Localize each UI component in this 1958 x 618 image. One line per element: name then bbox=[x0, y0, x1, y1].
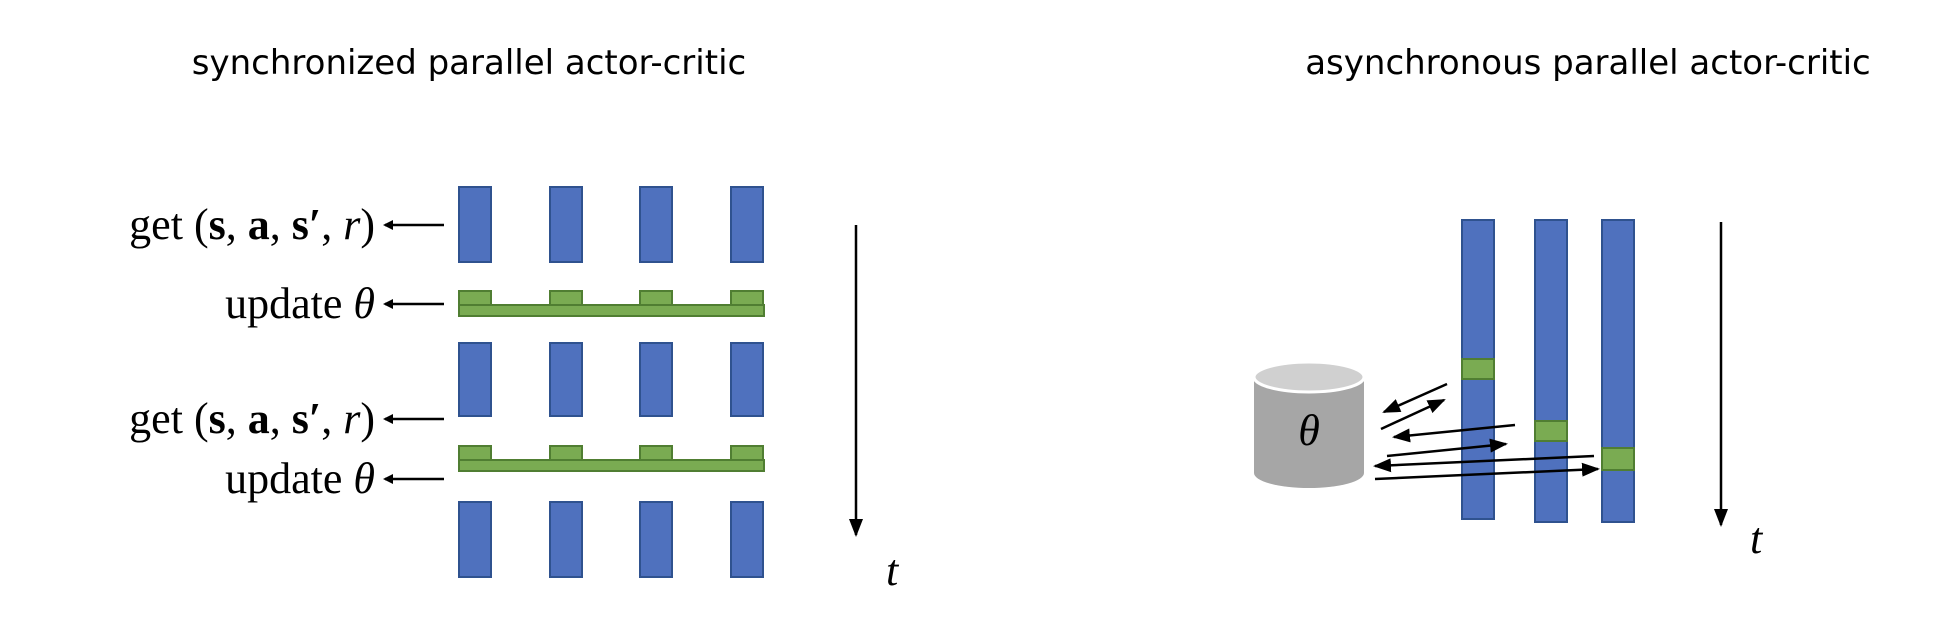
worker-rollout-block bbox=[639, 342, 673, 417]
get-transitions-label: get (s, a, s′, r) bbox=[129, 394, 375, 443]
label-part: , bbox=[270, 394, 292, 443]
async-worker-timeline bbox=[1601, 219, 1635, 523]
parameter-theta-label: θ bbox=[1298, 406, 1320, 455]
label-part: get bbox=[129, 394, 194, 443]
label-part: a bbox=[248, 200, 270, 249]
async-title: asynchronous parallel actor-critic bbox=[1305, 43, 1871, 83]
pull-params-arrow bbox=[1392, 423, 1516, 443]
pull-params-arrow bbox=[1373, 454, 1595, 473]
synchronized-update-bar bbox=[458, 459, 765, 472]
worker-update-tab bbox=[549, 445, 583, 461]
label-part: s′ bbox=[292, 394, 322, 443]
sync-title: synchronized parallel actor-critic bbox=[192, 43, 746, 83]
worker-update-tab bbox=[458, 445, 492, 461]
parameter-store-cylinder: θ bbox=[1252, 360, 1366, 488]
worker-rollout-block bbox=[549, 342, 583, 417]
worker-rollout-block bbox=[730, 186, 764, 263]
worker-rollout-block bbox=[730, 342, 764, 417]
worker-update-tab bbox=[458, 290, 492, 306]
label-part: get bbox=[129, 200, 194, 249]
async-worker-update bbox=[1461, 358, 1495, 380]
async-worker-update bbox=[1534, 420, 1568, 442]
label-part: s bbox=[209, 200, 226, 249]
label-part: , bbox=[226, 394, 248, 443]
worker-update-tab bbox=[730, 290, 764, 306]
worker-update-tab bbox=[730, 445, 764, 461]
label-part: θ bbox=[353, 454, 375, 503]
async-worker-update bbox=[1601, 447, 1635, 471]
worker-update-tab bbox=[639, 290, 673, 306]
synchronized-update-bar bbox=[458, 304, 765, 317]
worker-rollout-block bbox=[458, 342, 492, 417]
label-part: ( bbox=[194, 200, 209, 249]
sync-time-label: t bbox=[886, 546, 900, 595]
label-part: update bbox=[225, 454, 353, 503]
push-gradient-arrow bbox=[1374, 462, 1600, 481]
get-transitions-label: get (s, a, s′, r) bbox=[129, 200, 375, 249]
label-part: r bbox=[343, 200, 361, 249]
async-time-label: t bbox=[1750, 514, 1764, 563]
label-part: s bbox=[209, 394, 226, 443]
label-part: θ bbox=[353, 279, 375, 328]
worker-rollout-block bbox=[730, 501, 764, 578]
push-gradient-arrow bbox=[1380, 398, 1446, 431]
label-part: , bbox=[321, 394, 343, 443]
worker-update-tab bbox=[639, 445, 673, 461]
worker-rollout-block bbox=[458, 186, 492, 263]
worker-rollout-block bbox=[639, 186, 673, 263]
label-part: ( bbox=[194, 394, 209, 443]
label-part: , bbox=[226, 200, 248, 249]
worker-rollout-block bbox=[549, 501, 583, 578]
label-part: r bbox=[343, 394, 361, 443]
label-part: update bbox=[225, 279, 353, 328]
label-part: ) bbox=[360, 200, 375, 249]
update-theta-label: update θ bbox=[225, 279, 375, 328]
label-part: , bbox=[270, 200, 292, 249]
async-worker-timeline bbox=[1534, 219, 1568, 523]
worker-rollout-block bbox=[639, 501, 673, 578]
label-part: s′ bbox=[292, 200, 322, 249]
worker-rollout-block bbox=[549, 186, 583, 263]
push-gradient-arrow bbox=[1386, 438, 1508, 458]
label-part: ) bbox=[360, 394, 375, 443]
worker-rollout-block bbox=[458, 501, 492, 578]
update-theta-label: update θ bbox=[225, 454, 375, 503]
worker-update-tab bbox=[549, 290, 583, 306]
label-part: , bbox=[321, 200, 343, 249]
label-part: a bbox=[248, 394, 270, 443]
pull-params-arrow bbox=[1382, 382, 1448, 414]
